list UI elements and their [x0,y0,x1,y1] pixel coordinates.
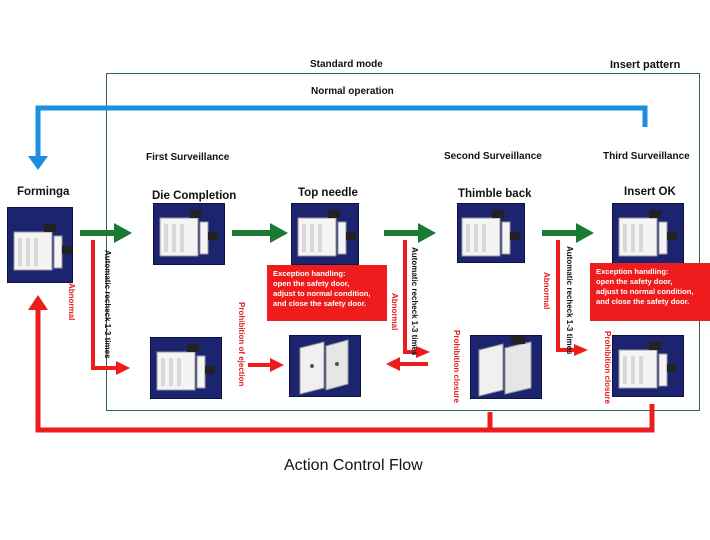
machine-image-forminga [7,207,73,283]
machine-image-closure-2 [612,335,684,397]
machine-image-abnormal-1 [150,337,222,399]
green-arrow-1 [80,223,132,243]
abnormal-label-1: Abnormal [67,283,76,321]
machine-image-die-completion [153,203,225,265]
blue-return-line [35,105,648,158]
machine-image-insert-ok [612,203,684,265]
standard-mode-label: Standard mode [310,59,383,70]
prohibition-ejection-label: Prohibition of ejection [237,302,246,387]
second-surveillance-label: Second Surveillance [444,151,542,162]
recheck-label-2: Automatic recheck 1-3 times [410,247,419,356]
exception-box-top-needle: Exception handling: open the safety door… [267,265,387,321]
stage-label-forminga: Forminga [17,186,70,198]
abnormal-label-2: Abnormal [390,293,399,331]
green-arrow-4 [542,223,594,243]
green-arrow-2 [232,223,288,243]
recheck-label-1: Automatic recheck 1-3 times [103,250,112,359]
red-return-arrowhead [28,295,48,310]
insert-pattern-label: Insert pattern [610,59,681,71]
third-surveillance-label: Third Surveillance [603,151,690,162]
exception-box-insert-ok: Exception handling: open the safety door… [590,263,710,321]
stage-label-insert-ok: Insert OK [624,186,676,198]
stage-label-top-needle: Top needle [298,187,358,199]
red-branch-1 [91,240,118,370]
standard-mode-box [106,73,700,411]
prohibition-closure-label-2: Prohibition closure [603,331,612,404]
blue-arrowhead [28,156,48,170]
recheck-label-3: Automatic recheck 1-3 times [565,246,574,355]
stage-label-die-completion: Die Completion [152,190,237,202]
first-surveillance-label: First Surveillance [146,152,230,163]
abnormal-label-3: Abnormal [542,272,551,310]
machine-image-thimble-back [457,203,525,263]
diagram-caption: Action Control Flow [284,457,423,474]
stage-label-thimble-back: Thimble back [458,188,532,200]
red-arrow-ejection [248,363,272,367]
green-arrow-3 [384,223,436,243]
machine-image-top-needle [291,203,359,265]
machine-image-ejection [289,335,361,397]
red-branch-2 [403,240,418,354]
prohibition-closure-label-1: Prohibition closure [452,330,461,403]
red-branch-3 [556,240,576,352]
normal-operation-label: Normal operation [311,86,394,97]
machine-image-closure-1 [470,334,542,399]
red-return-line [35,308,493,433]
